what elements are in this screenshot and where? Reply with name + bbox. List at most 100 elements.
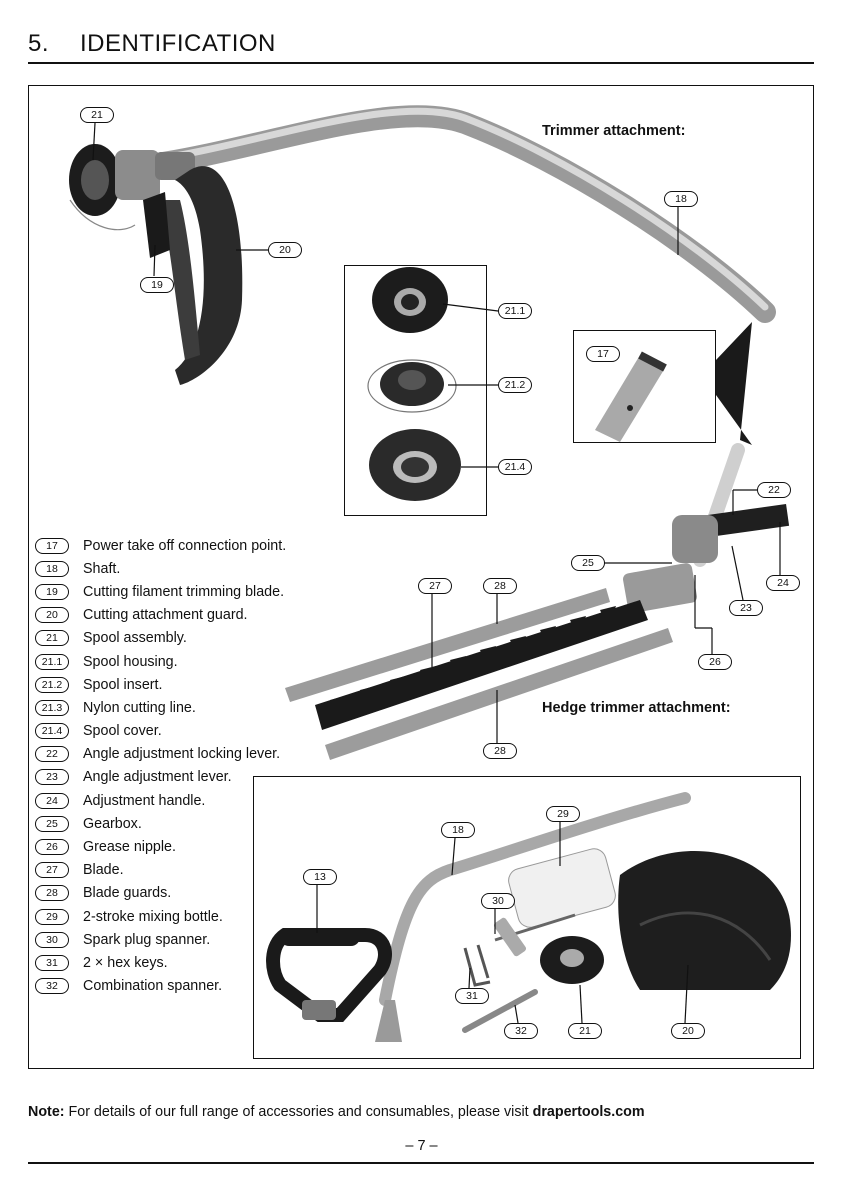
trimmer-shaft: [139, 105, 776, 323]
legend-text: Spark plug spanner.: [83, 931, 211, 948]
callout-kit-20: 20: [671, 1023, 705, 1039]
callout-21: 21: [80, 107, 114, 123]
legend-number: 28: [35, 885, 69, 902]
callout-kit-18: 18: [441, 822, 475, 838]
legend-number: 22: [35, 746, 69, 763]
callout-18: 18: [664, 191, 698, 207]
legend-text: Blade.: [83, 862, 124, 879]
spool-insert-drawing: [367, 359, 457, 413]
section-number: 5.: [28, 30, 50, 57]
legend-item: 19 Cutting filament trimming blade.: [35, 580, 335, 603]
page-number: – 7 –: [405, 1138, 438, 1154]
legend-number: 21.1: [35, 653, 69, 670]
legend-text: Spool assembly.: [83, 630, 187, 647]
legend-item: 22 Angle adjustment locking lever.: [35, 743, 335, 766]
callout-19: 19: [140, 277, 174, 293]
legend-number: 27: [35, 862, 69, 879]
legend-item: 18 Shaft.: [35, 557, 335, 580]
spool-cover-drawing: [369, 429, 461, 501]
spool-housing-drawing: [372, 267, 448, 333]
legend-number: 20: [35, 607, 69, 624]
callout-31: 31: [455, 988, 489, 1004]
legend-item: 24 Adjustment handle.: [35, 789, 335, 812]
identification-frame: [28, 85, 814, 1069]
footer-note: Note: For details of our full range of a…: [28, 1104, 645, 1120]
callout-28-top: 28: [483, 578, 517, 594]
legend-text: Adjustment handle.: [83, 792, 206, 809]
legend-item: 32 Combination spanner.: [35, 975, 335, 998]
legend-number: 19: [35, 583, 69, 600]
cutting-guard: [175, 166, 243, 385]
callout-27: 27: [418, 578, 452, 594]
legend-number: 24: [35, 792, 69, 809]
callout-13: 13: [303, 869, 337, 885]
callout-22: 22: [757, 482, 791, 498]
legend-text: 2-stroke mixing bottle.: [83, 908, 223, 925]
legend-text: Combination spanner.: [83, 978, 223, 995]
legend-text: Cutting filament trimming blade.: [83, 583, 285, 600]
callout-23: 23: [729, 600, 763, 616]
legend-number: 21.2: [35, 676, 69, 693]
parts-legend: 17 Power take off connection point. 18 Shaf…: [35, 534, 335, 998]
section-title: IDENTIFICATION: [80, 30, 276, 57]
callout-21-4: 21.4: [498, 459, 532, 475]
legend-text: Nylon cutting line.: [83, 699, 196, 716]
legend-text: Gearbox.: [83, 815, 142, 832]
legend-item: 23 Angle adjustment lever.: [35, 766, 335, 789]
legend-number: 23: [35, 769, 69, 786]
legend-item: 28 Blade guards.: [35, 882, 335, 905]
callout-21-1: 21.1: [498, 303, 532, 319]
spool-components-box: [344, 265, 487, 516]
legend-number: 17: [35, 537, 69, 554]
pto-detail-box: [573, 330, 716, 443]
bottom-rule: [28, 1162, 814, 1164]
callout-28-bottom: 28: [483, 743, 517, 759]
legend-item: 31 2 × hex keys.: [35, 951, 335, 974]
filament-blade: [143, 192, 170, 258]
legend-text: Grease nipple.: [83, 839, 176, 856]
blade-guard-bottom: [325, 628, 673, 760]
legend-text: Shaft.: [83, 560, 121, 577]
zoom-wedge: [716, 322, 752, 445]
legend-item: 27 Blade.: [35, 859, 335, 882]
legend-text: Angle adjustment locking lever.: [83, 746, 281, 763]
hedge-trimmer-drawing: [285, 443, 790, 760]
note-website: drapertools.com: [532, 1104, 645, 1120]
note-prefix: Note:: [28, 1104, 65, 1120]
trimmer-head: [69, 144, 243, 385]
legend-number: 26: [35, 839, 69, 856]
legend-number: 32: [35, 978, 69, 995]
legend-number: 31: [35, 954, 69, 971]
kit-contents-box: [253, 776, 801, 1059]
legend-number: 25: [35, 815, 69, 832]
legend-text: Power take off connection point.: [83, 537, 287, 554]
callout-17: 17: [586, 346, 620, 362]
legend-number: 21.3: [35, 699, 69, 716]
legend-item: 26 Grease nipple.: [35, 835, 335, 858]
kit-contents-drawing: [266, 792, 791, 1042]
legend-text: Cutting attachment guard.: [83, 607, 248, 624]
legend-item: 21.4 Spool cover.: [35, 720, 335, 743]
hedge-blade: [315, 600, 648, 730]
legend-number: 18: [35, 560, 69, 577]
callout-24: 24: [766, 575, 800, 591]
callout-25: 25: [571, 555, 605, 571]
callout-26: 26: [698, 654, 732, 670]
legend-text: 2 × hex keys.: [83, 954, 168, 971]
legend-text: Spool cover.: [83, 723, 162, 740]
pto-detail: [595, 351, 667, 442]
legend-text: Angle adjustment lever.: [83, 769, 232, 786]
legend-item: 20 Cutting attachment guard.: [35, 604, 335, 627]
callout-32: 32: [504, 1023, 538, 1039]
legend-text: Blade guards.: [83, 885, 172, 902]
legend-item: 17 Power take off connection point.: [35, 534, 335, 557]
section-heading: 5. IDENTIFICATION: [28, 30, 276, 58]
callout-29: 29: [546, 806, 580, 822]
legend-number: 21.4: [35, 723, 69, 740]
legend-item: 25 Gearbox.: [35, 812, 335, 835]
